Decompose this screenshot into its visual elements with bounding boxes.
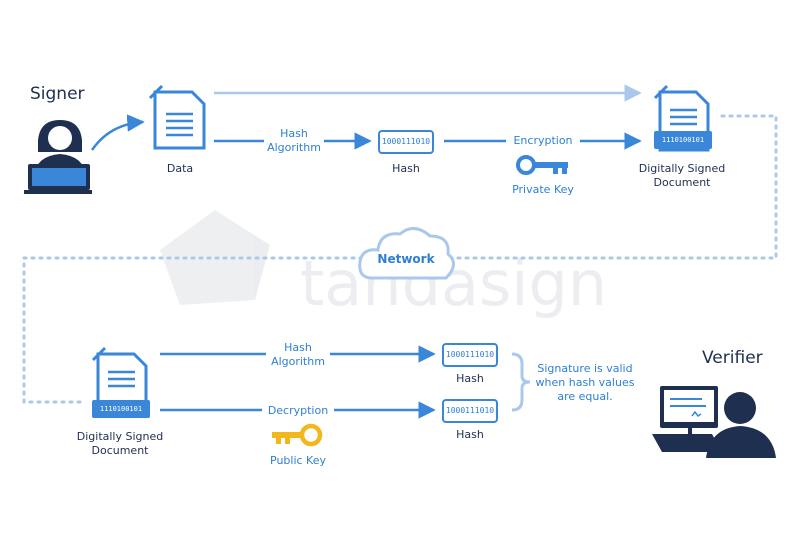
signed-doc-bottom-label: Digitally Signed Document — [76, 430, 164, 457]
hash-box-top: 1000111010 — [378, 130, 434, 154]
hash-box-bottom-2: 1000111010 — [442, 399, 498, 423]
data-label: Data — [166, 162, 194, 175]
hash-label-bottom-1: Hash — [456, 372, 484, 385]
network-cloud-icon — [358, 227, 455, 280]
verifier-person-icon — [652, 386, 776, 458]
signed-doc-top-label: Digitally Signed Document — [638, 162, 726, 189]
decryption-label: Decryption — [267, 404, 329, 417]
equality-brace — [511, 352, 531, 412]
network-path-right — [440, 114, 778, 260]
public-key-label: Public Key — [270, 454, 326, 467]
signed-document-top-icon — [653, 84, 712, 152]
hash-box-bottom-1: 1000111010 — [442, 343, 498, 367]
signed-doc-top-bits: 1110100101 — [661, 136, 705, 144]
network-path-left — [22, 256, 364, 404]
signed-doc-bottom-bits: 1110100101 — [99, 405, 143, 413]
hash-label-bottom-2: Hash — [456, 428, 484, 441]
public-key-icon — [272, 423, 323, 447]
hash-label-top: Hash — [392, 162, 420, 175]
signer-person-icon — [24, 120, 92, 194]
encryption-label: Encryption — [513, 134, 573, 147]
hash-algorithm-label-top: Hash Algorithm — [267, 127, 321, 154]
validity-note: Signature is valid when hash values are … — [535, 362, 635, 403]
signed-document-bottom-icon — [91, 346, 150, 418]
signer-to-data-arrow — [90, 114, 145, 151]
signer-title: Signer — [30, 84, 85, 104]
network-label: Network — [377, 252, 435, 266]
hash-algorithm-label-bottom: Hash Algorithm — [271, 341, 325, 368]
private-key-icon — [516, 155, 568, 175]
verifier-title: Verifier — [702, 348, 763, 368]
data-document-icon — [148, 84, 206, 150]
private-key-label: Private Key — [512, 183, 574, 196]
